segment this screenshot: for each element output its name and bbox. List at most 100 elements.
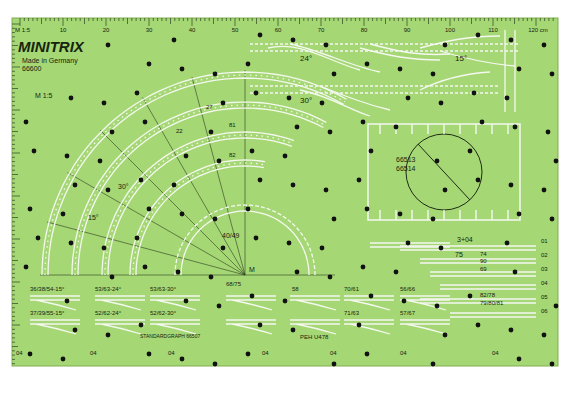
tick — [12, 84, 15, 85]
tick — [12, 178, 15, 179]
tick — [428, 18, 429, 24]
tick — [12, 337, 15, 338]
curve-track — [133, 163, 264, 275]
hole — [332, 362, 337, 367]
stall — [491, 210, 492, 220]
hole — [102, 101, 107, 106]
scale-label: 66600 — [22, 65, 41, 73]
scale-label: 100 — [445, 27, 455, 34]
tick — [544, 18, 545, 21]
curve-track — [42, 72, 347, 275]
scale-label: 04 — [330, 350, 337, 357]
tick — [501, 18, 502, 21]
hole — [176, 270, 181, 275]
scale-label: 10 — [60, 27, 67, 34]
hole — [291, 328, 296, 333]
tick — [50, 18, 51, 21]
hole — [513, 125, 518, 130]
scale-label: M 1:5 — [35, 92, 53, 100]
tick — [290, 18, 291, 21]
hole — [406, 241, 411, 246]
tick — [329, 18, 330, 21]
hole — [394, 125, 399, 130]
track-cutouts — [30, 72, 536, 334]
tick — [333, 18, 334, 21]
hole — [61, 357, 66, 362]
hole — [213, 217, 218, 222]
tick — [432, 18, 433, 21]
hole — [172, 38, 177, 43]
tick — [295, 18, 296, 21]
tick — [252, 18, 253, 21]
tick — [321, 18, 322, 26]
hole — [480, 120, 485, 125]
hole — [509, 38, 514, 43]
tick — [527, 18, 528, 21]
hole — [431, 217, 436, 222]
stall — [379, 124, 380, 134]
hole — [147, 207, 152, 212]
curve-track — [45, 75, 345, 275]
tick — [458, 18, 459, 21]
tick — [351, 18, 352, 21]
tick — [131, 18, 132, 21]
scale-label: Made in Germany — [22, 57, 78, 65]
scale-label: M — [249, 266, 255, 274]
hole — [69, 96, 74, 101]
tick — [187, 18, 188, 21]
hole — [184, 299, 189, 304]
tick — [407, 18, 408, 26]
stall — [459, 210, 460, 220]
tick — [462, 18, 463, 21]
curve-track — [181, 211, 309, 275]
scale-label: 80 — [361, 27, 368, 34]
tick — [12, 312, 15, 313]
tick — [247, 18, 248, 21]
tick — [12, 204, 15, 205]
hole — [328, 275, 333, 280]
hole — [73, 183, 78, 188]
tick — [402, 18, 403, 21]
scale-label: 70 — [318, 27, 325, 34]
tick — [54, 18, 55, 21]
tick — [235, 18, 236, 26]
tick — [226, 18, 227, 21]
curve-track — [75, 105, 325, 275]
tick — [204, 18, 205, 21]
scale-label: 01 — [541, 238, 548, 245]
scale-label: 03 — [541, 266, 548, 273]
hole — [258, 323, 263, 328]
tick — [553, 18, 554, 21]
turnout — [95, 320, 145, 334]
tick — [256, 18, 257, 24]
scale-label: 06 — [541, 308, 548, 315]
hole — [439, 101, 444, 106]
turnout — [344, 320, 394, 334]
hole — [32, 149, 37, 154]
tick — [540, 18, 541, 21]
tick — [136, 18, 137, 21]
tick — [376, 18, 377, 21]
tick — [12, 290, 15, 291]
hole — [435, 304, 440, 309]
tick — [359, 18, 360, 21]
hole — [135, 236, 140, 241]
hole — [505, 96, 510, 101]
hole — [357, 178, 362, 183]
curve-track — [130, 160, 265, 275]
tick — [12, 273, 15, 274]
hole — [139, 178, 144, 183]
tick — [12, 32, 15, 33]
tick — [123, 18, 124, 21]
scale-label: 37/39/55-15° — [30, 310, 64, 317]
hole — [287, 241, 292, 246]
scale-label: 3+04 — [457, 236, 473, 244]
hole — [291, 38, 296, 43]
tick — [222, 18, 223, 21]
hole — [250, 294, 255, 299]
tick — [312, 18, 313, 21]
scale-label: 79/80/81 — [480, 300, 503, 307]
tick — [84, 18, 85, 24]
turnout — [400, 320, 450, 334]
